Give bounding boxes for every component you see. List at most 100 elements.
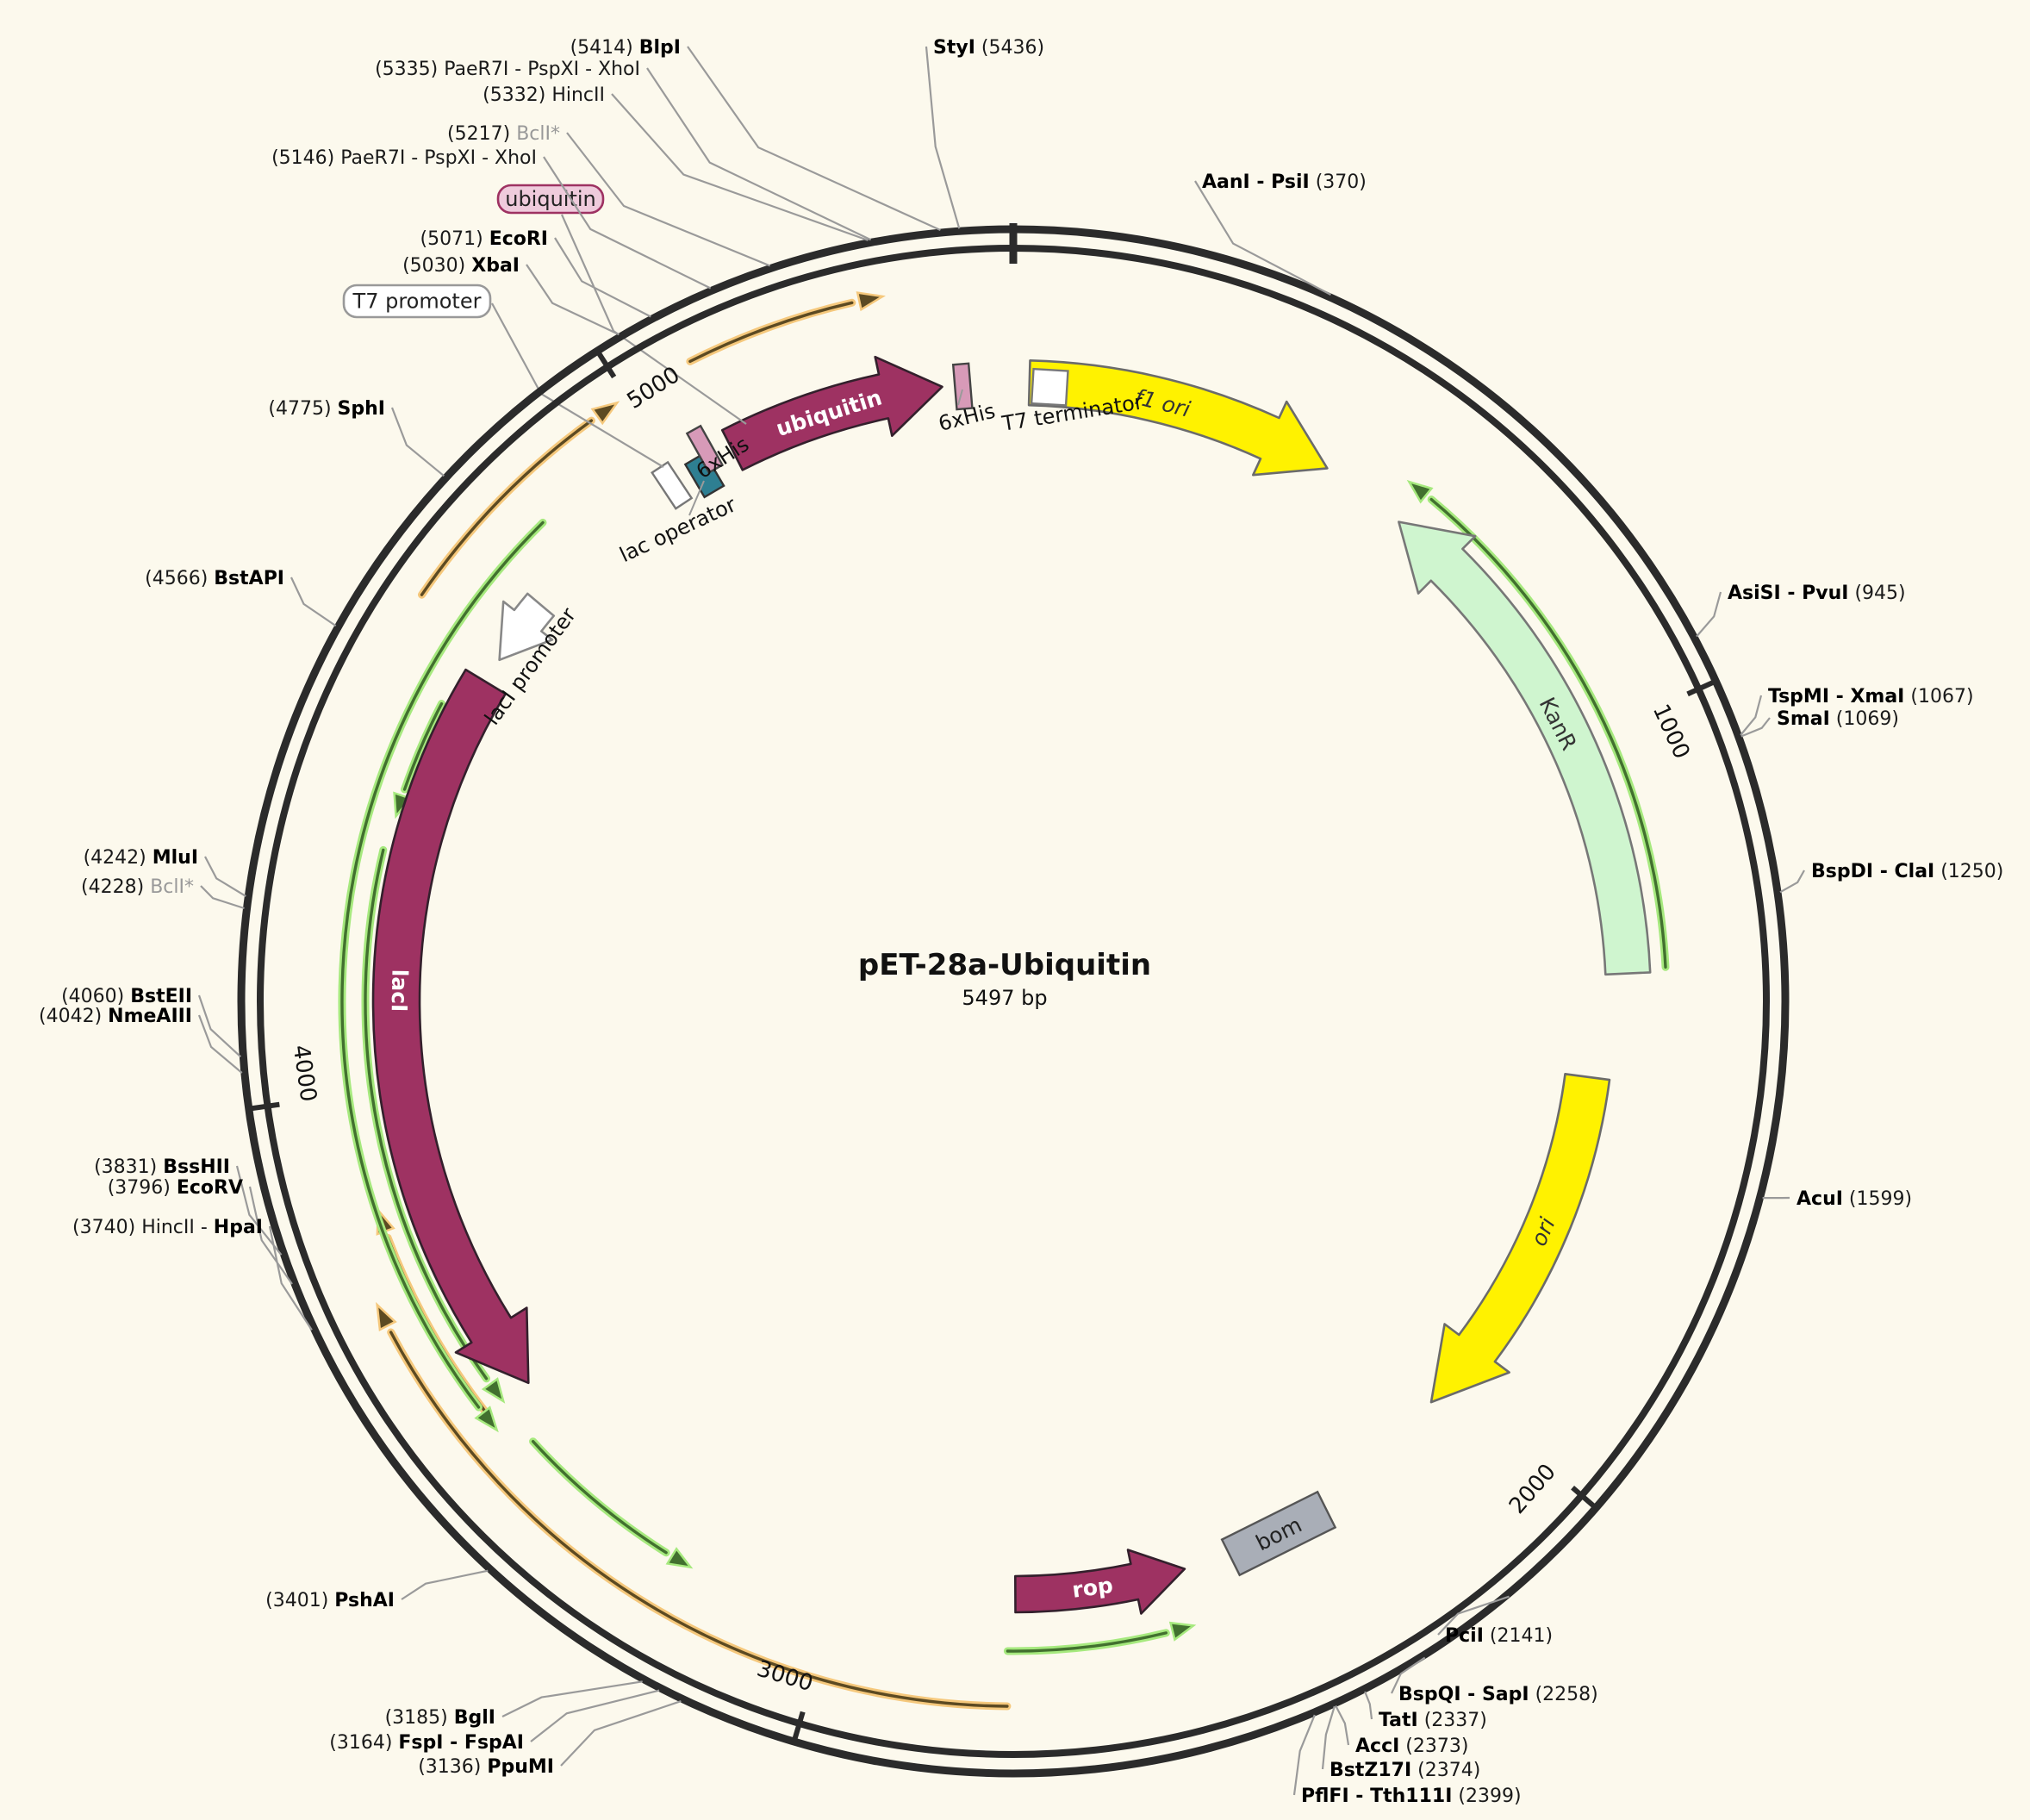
his6-label-2[interactable]: 6xHis xyxy=(936,399,997,436)
site-label-ecori-5071[interactable]: (5071) EcoRI xyxy=(420,228,548,250)
site-label-hincii-hpai-3740[interactable]: (3740) HincII - HpaI xyxy=(72,1217,263,1238)
orf-arc-green-1-arrowhead-icon xyxy=(1406,479,1434,504)
feature-t7-promoter-box[interactable] xyxy=(651,460,694,510)
site-leader-sphi-4775 xyxy=(390,407,445,477)
feature-his6-box-1[interactable] xyxy=(685,424,725,475)
site-label-smai-1069[interactable]: SmaI (1069) xyxy=(1777,708,1899,730)
site-label-blpi-5414[interactable]: (5414) BlpI xyxy=(570,37,681,59)
site-label-acci-2373[interactable]: AccI (2373) xyxy=(1355,1736,1468,1757)
site-leader-pflfi-tth111i-2399 xyxy=(1292,1714,1316,1796)
site-label-sphi-4775[interactable]: (4775) SphI xyxy=(268,398,385,420)
site-label-ppumi-3136[interactable]: (3136) PpuMI xyxy=(418,1756,554,1778)
orf-arc-green-4 xyxy=(364,848,489,1381)
feature-t7-terminator-box[interactable] xyxy=(1030,367,1069,407)
site-label-tspmi-xmai-1067[interactable]: TspMI - XmaI (1067) xyxy=(1768,686,1974,707)
site-leader-bstapi-4566 xyxy=(290,577,337,627)
site-label-bsteii-4060[interactable]: (4060) BstEII xyxy=(61,986,192,1007)
orf-arc-green-6 xyxy=(1006,1631,1168,1653)
site-leader-aani-psii-370 xyxy=(1194,180,1332,296)
scale-tick-label-1000: 1000 xyxy=(1647,701,1695,764)
site-leader-bsshii-3831 xyxy=(235,1165,283,1256)
orf-arc-orange-4-arrowhead-icon xyxy=(856,291,886,312)
site-leader-ppumi-3136 xyxy=(560,1700,682,1767)
site-label-bspdi-clai-1250[interactable]: BspDI - ClaI (1250) xyxy=(1811,861,2003,882)
plasmid-name: pET-28a-Ubiquitin xyxy=(857,948,1152,982)
scale-tick-label-3000: 3000 xyxy=(754,1656,816,1698)
site-leader-fspi-3164 xyxy=(530,1689,660,1742)
site-label-aani-psii-370[interactable]: AanI - PsiI (370) xyxy=(1202,171,1367,193)
feature-ubiquitin-arrow[interactable] xyxy=(720,355,943,471)
feature-laci[interactable] xyxy=(371,668,530,1385)
site-leader-acci-2373 xyxy=(1335,1705,1350,1746)
scale-tick-label-4000: 4000 xyxy=(288,1044,321,1104)
scale-tick-3000 xyxy=(791,1711,806,1742)
site-label-acui-1599[interactable]: AcuI (1599) xyxy=(1796,1188,1912,1210)
orf-arc-orange-1 xyxy=(389,1331,1009,1708)
site-leader-bspqi-sapi-2258 xyxy=(1391,1656,1426,1694)
site-leader-bcli-4228 xyxy=(200,885,245,910)
site-label-styi-5436[interactable]: StyI (5436) xyxy=(933,37,1044,59)
feature-bom-box[interactable] xyxy=(1220,1490,1337,1577)
orf-arc-green-2-arrowhead-icon xyxy=(474,1406,499,1433)
site-leader-pshai-3401 xyxy=(401,1569,489,1600)
site-label-asisi-pvui-945[interactable]: AsiSI - PvuI (945) xyxy=(1728,583,1906,604)
orf-arc-orange-3 xyxy=(420,419,594,596)
site-label-bstapi-4566[interactable]: (4566) BstAPI xyxy=(145,568,284,589)
feature-leader-line xyxy=(688,480,705,516)
site-label-nmeaiii-4042[interactable]: (4042) NmeAIII xyxy=(39,1006,192,1027)
feature-laci-promoter-arrow[interactable] xyxy=(498,592,556,662)
t7-promoter-badge[interactable] xyxy=(342,284,492,319)
site-label-xbai-5030[interactable]: (5030) XbaI xyxy=(402,255,520,277)
feature-rop[interactable] xyxy=(1014,1549,1186,1615)
site-leader-hincii-hpai-3740 xyxy=(268,1225,313,1331)
feature-label-laci[interactable]: lacI xyxy=(387,969,413,1013)
site-leader-bcli-5217 xyxy=(566,132,771,267)
t7-promoter-badge-label: T7 promoter xyxy=(352,290,482,314)
site-leader-ecorv-3796 xyxy=(248,1186,293,1285)
site-leader-paer7i-5146 xyxy=(543,156,712,290)
orf-arc-green-5 xyxy=(531,1440,668,1555)
site-label-bcli-5217[interactable]: (5217) BclI* xyxy=(447,123,560,145)
site-label-mlui-4242[interactable]: (4242) MluI xyxy=(84,847,198,869)
ubiquitin-badge[interactable] xyxy=(496,184,605,215)
site-leader-nmeaiii-4042 xyxy=(197,1014,243,1074)
scale-tick-label-2000: 2000 xyxy=(1504,1459,1561,1519)
site-leader-paer7i-5335 xyxy=(646,67,872,241)
site-label-hincii-5332[interactable]: (5332) HincII xyxy=(483,84,605,106)
site-leader-pcii-2141 xyxy=(1437,1595,1510,1636)
site-label-paer7i-5335[interactable]: (5335) PaeR7I - PspXI - XhoI xyxy=(375,59,640,80)
site-leader-tati-2337 xyxy=(1364,1691,1373,1720)
site-label-pcii-2141[interactable]: PciI (2141) xyxy=(1445,1625,1553,1647)
site-leader-bspdi-clai-1250 xyxy=(1779,869,1805,894)
site-label-bsshii-3831[interactable]: (3831) BssHII xyxy=(94,1156,230,1178)
feature-leader-line xyxy=(957,389,963,406)
site-label-bspqi-sapi-2258[interactable]: BspQI - SapI (2258) xyxy=(1398,1684,1598,1705)
orf-arc-orange-3-arrowhead-icon xyxy=(590,401,620,426)
site-label-ecorv-3796[interactable]: (3796) EcoRV xyxy=(108,1177,243,1199)
orf-arc-green-4-arrowhead-icon xyxy=(481,1377,506,1404)
site-leader-smai-1069 xyxy=(1740,717,1771,738)
site-label-paer7i-5146[interactable]: (5146) PaeR7I - PspXI - XhoI xyxy=(271,147,537,169)
site-label-pshai-3401[interactable]: (3401) PshAI xyxy=(265,1590,395,1611)
site-label-bcli-4228[interactable]: (4228) BclI* xyxy=(81,876,194,898)
site-leader-asisi-pvui-945 xyxy=(1696,591,1722,638)
orf-arc-green-3 xyxy=(402,701,444,791)
site-label-bgli-3185[interactable]: (3185) BglI xyxy=(385,1707,495,1729)
orf-arc-orange-4 xyxy=(688,301,854,364)
site-label-fspi-3164[interactable]: (3164) FspI - FspAI xyxy=(329,1732,524,1754)
feature-f1-ori[interactable] xyxy=(1027,359,1329,477)
site-label-tati-2337[interactable]: TatI (2337) xyxy=(1379,1710,1487,1731)
plasmid-title-block: pET-28a-Ubiquitin 5497 bp xyxy=(858,948,1151,1010)
feature-kanr[interactable] xyxy=(1398,520,1652,976)
feature-label-rop[interactable]: rop xyxy=(1071,1573,1115,1603)
site-label-pflfi-tth111i-2399[interactable]: PflFI - Tth111I (2399) xyxy=(1301,1786,1522,1807)
scale-tick-5000 xyxy=(595,349,617,379)
feature-ori[interactable] xyxy=(1429,1073,1611,1404)
orf-arc-green-6-arrowhead-icon xyxy=(1168,1621,1197,1642)
site-leader-bsteii-4060 xyxy=(197,994,242,1058)
site-label-bstz17i-2374[interactable]: BstZ17I (2374) xyxy=(1329,1760,1480,1781)
site-leader-styi-5436 xyxy=(925,46,961,229)
feature-his6-box-2[interactable] xyxy=(951,362,974,411)
